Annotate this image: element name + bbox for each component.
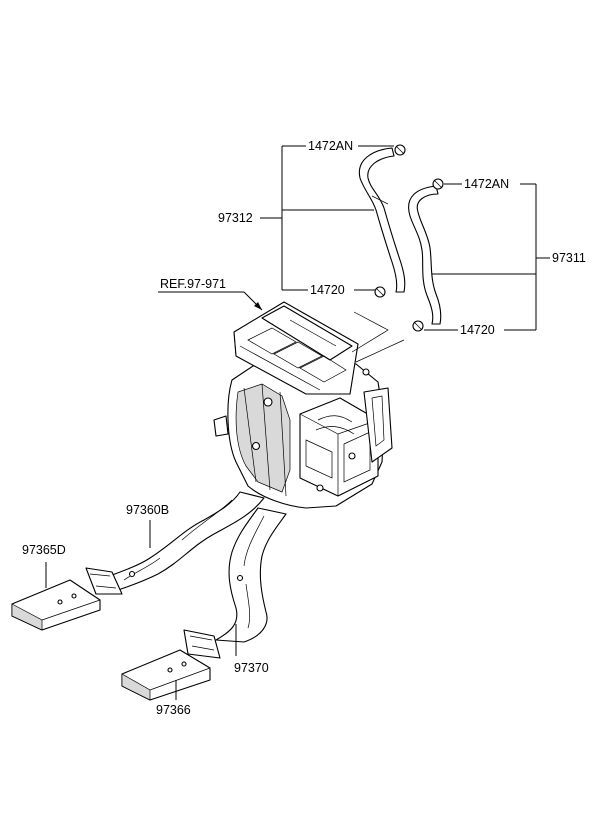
heater-hose-lower bbox=[408, 185, 442, 325]
label-hose-clamp-upper-right: 1472AN bbox=[464, 177, 509, 191]
label-floor-vent-right: 97366 bbox=[156, 703, 191, 717]
label-floor-vent-left: 97365D bbox=[22, 543, 66, 557]
clamp-right-icon bbox=[412, 320, 424, 332]
label-rear-duct-left: 97360B bbox=[126, 503, 169, 517]
heater-hose-upper bbox=[358, 147, 406, 293]
rear-duct-right bbox=[183, 507, 287, 659]
floor-vent-left bbox=[11, 579, 101, 631]
label-hose-lower: 97311 bbox=[552, 251, 586, 265]
floor-vent-right bbox=[121, 649, 211, 701]
label-hose-upper: 97312 bbox=[218, 211, 253, 225]
hose-clamp-upper-left-icon bbox=[394, 144, 406, 156]
label-clamp-right: 14720 bbox=[460, 323, 495, 337]
label-rear-duct-right: 97370 bbox=[234, 661, 269, 675]
hose-clamp-upper-right-icon bbox=[432, 178, 444, 190]
label-hose-clamp-upper-left: 1472AN bbox=[308, 139, 353, 153]
label-reference: REF.97-971 bbox=[160, 277, 226, 291]
clamp-left-icon bbox=[374, 286, 386, 298]
leader-lines bbox=[45, 145, 550, 700]
label-clamp-left: 14720 bbox=[310, 283, 345, 297]
hvac-heater-unit bbox=[213, 301, 393, 509]
rear-duct-left bbox=[85, 491, 265, 595]
